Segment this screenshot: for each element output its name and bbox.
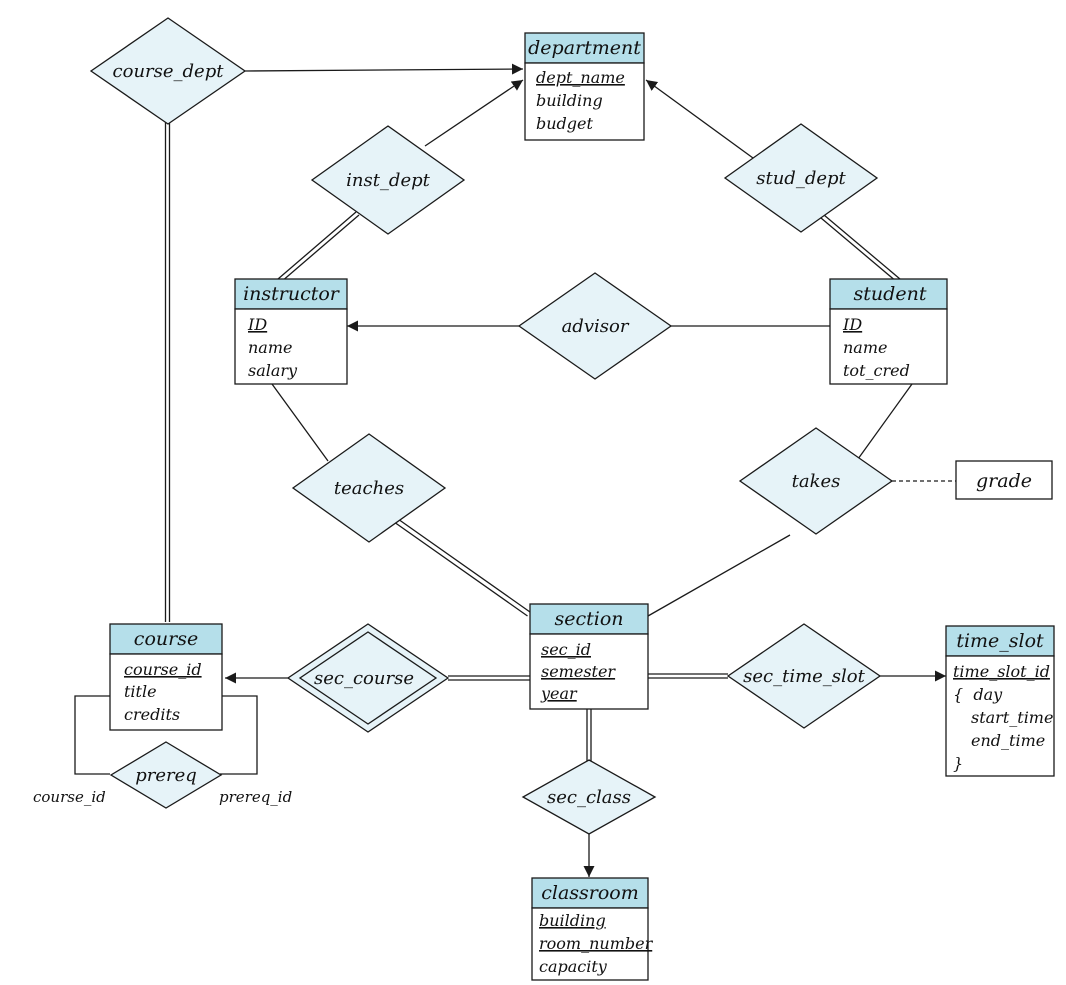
attribute-grade: grade [955,460,1053,500]
relationship-diamond-inner [298,631,438,725]
relationship-sec-course: sec_course [286,623,450,733]
attribute: tot_cred [843,361,910,380]
entity-body [531,907,649,981]
relationship-takes: takes [738,427,894,535]
relationship-diamond [738,427,894,535]
attribute-label: grade [976,470,1032,492]
entity-department: department dept_name building budget [524,32,645,141]
connector-prereq-course-right [220,695,258,775]
attribute: name [843,338,887,357]
entity-title: instructor [243,283,341,305]
attribute: start_time [971,708,1053,727]
attribute: title [124,682,157,701]
entity-title: course [134,628,198,650]
attribute: building [536,91,603,110]
entity-body [829,308,948,385]
relationship-label: takes [792,471,841,492]
attribute: salary [248,361,298,380]
connector-teaches-section [397,518,531,613]
attribute: capacity [539,957,608,976]
entity-title: section [554,608,623,630]
entity-title: department [528,37,641,59]
relationship-label: stud_dept [756,168,846,189]
entity-body [945,655,1055,777]
relationship-sec-time-slot: sec_time_slot [726,623,882,729]
connector-course-dept-department [244,63,524,75]
attribute-key: sec_id [541,640,591,659]
relationship-diamond [723,123,879,233]
connector-takes-section [647,534,791,617]
relationship-advisor: advisor [517,272,673,380]
relationship-diamond [89,17,247,125]
attribute-key: ID [842,315,862,334]
relationship-label: sec_time_slot [743,666,866,687]
entity-body [529,633,649,710]
connector-student-takes [857,383,913,460]
entity-header [529,603,649,635]
entity-section: section sec_id semester year [529,603,649,710]
entity-body [234,308,348,385]
attribute: } [953,754,963,773]
connector-stud-dept-department [645,79,754,159]
relationship-label: course_dept [113,61,225,82]
attribute: budget [536,114,594,133]
entity-classroom: classroom building room_number capacity [531,877,654,981]
attribute-key: year [540,684,578,703]
attribute-key: room_number [539,934,654,953]
relationship-label: prereq [135,765,197,786]
entity-instructor: instructor ID name salary [234,278,348,385]
entity-title: classroom [541,882,639,904]
entity-course: course course_id title credits [109,623,223,731]
attribute-key: time_slot_id [953,662,1050,681]
connector-stud-dept-student [823,214,901,280]
attribute-box [955,460,1053,500]
attribute-key: course_id [124,660,202,679]
attribute: { day [953,685,1003,704]
relationship-label: advisor [562,316,630,337]
connectors [74,63,956,877]
entity-student: student ID name tot_cred [829,278,948,385]
entity-title: student [854,283,927,305]
relationship-label: inst_dept [346,170,431,191]
relationship-label: sec_course [314,668,414,689]
attribute: name [248,338,292,357]
role-label-prereq-id: prereq_id [219,788,292,806]
attribute-key: dept_name [536,68,625,87]
relationship-diamond [726,623,882,729]
entity-header [945,625,1055,657]
entity-body [109,653,223,731]
connector-instructor-teaches [271,383,329,462]
attribute-key: ID [247,315,267,334]
relationship-sec-class: sec_class [521,759,657,835]
attribute: end_time [971,731,1045,750]
relationship-label: sec_class [547,787,631,808]
entity-time-slot: time_slot time_slot_id { day start_time … [945,625,1055,777]
relationship-diamond [517,272,673,380]
relationship-diamond [109,741,223,809]
role-label-course-id: course_id [33,788,106,806]
entity-header [234,278,348,310]
entity-header [109,623,223,655]
relationship-inst-dept: inst_dept [310,125,466,235]
attribute-key: building [539,911,606,930]
entity-title: time_slot [956,630,1044,652]
relationship-diamond [310,125,466,235]
entity-header [829,278,948,310]
relationship-course-dept: course_dept [89,17,247,125]
relationship-diamond [291,433,447,543]
attribute: credits [124,705,180,724]
relationship-prereq: prereq [109,741,223,809]
entity-body [524,62,645,141]
entity-header [524,32,645,64]
attribute-key: semester [541,662,616,681]
connector-inst-dept-department [424,79,524,147]
relationship-teaches: teaches [291,433,447,543]
relationship-stud-dept: stud_dept [723,123,879,233]
connector-inst-dept-instructor [277,211,357,280]
connector-prereq-course-left [74,695,110,775]
relationship-label: teaches [334,478,404,499]
relationship-diamond [521,759,657,835]
